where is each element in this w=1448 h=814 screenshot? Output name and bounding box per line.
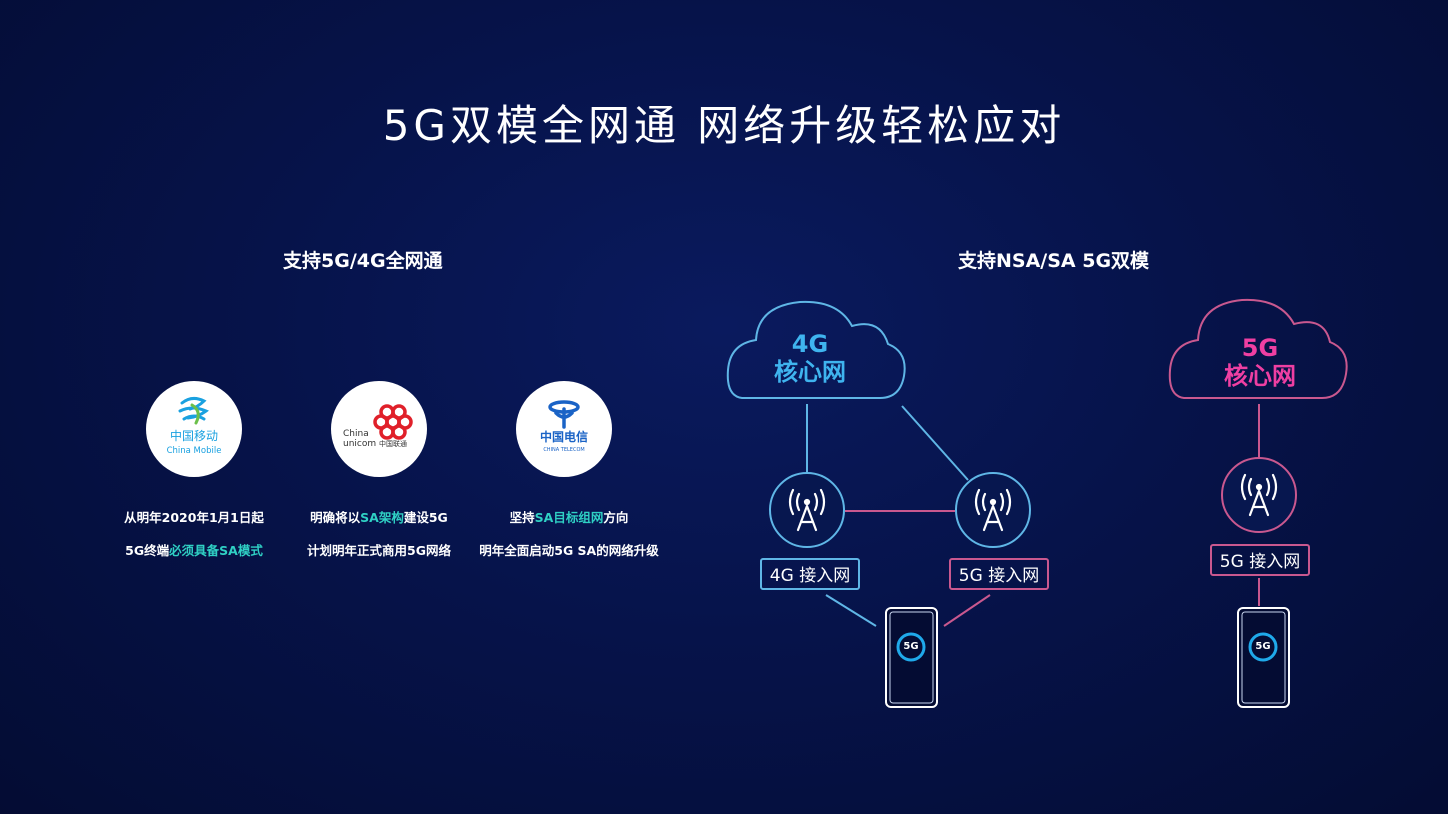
link-5g-station-to-4g-core bbox=[901, 405, 969, 481]
china-unicom-en-1: China bbox=[343, 429, 369, 439]
4g-base-station-icon bbox=[769, 472, 845, 548]
carrier-2-line-1: 明确将以SA架构建设5G bbox=[310, 510, 448, 525]
right-subtitle: 支持NSA/SA 5G双模 bbox=[958, 250, 1150, 272]
5g-access-network-box: 5G 接入网 bbox=[949, 558, 1049, 590]
china-telecom-en: CHINA TELECOM bbox=[543, 447, 584, 453]
china-unicom-en-2: unicom bbox=[343, 439, 376, 449]
carrier-2-line-2: 计划明年正式商用5G网络 bbox=[307, 543, 451, 558]
china-telecom-cn: 中国电信 bbox=[540, 429, 588, 444]
link-4g-access-to-phone bbox=[825, 594, 877, 627]
nsa-phone-label: 5G bbox=[903, 641, 919, 652]
5g-core-cloud-icon bbox=[1168, 298, 1348, 399]
china-unicom-cn: 中国联通 bbox=[379, 439, 407, 448]
sa-phone-label: 5G bbox=[1255, 641, 1271, 652]
4g-core-cloud-icon bbox=[726, 300, 906, 399]
nsa-phone-icon bbox=[885, 607, 938, 708]
china-unicom-logo: China unicom 中国联通 bbox=[331, 381, 427, 477]
5g-core-label: 5G 核心网 bbox=[1224, 334, 1296, 390]
china-telecom-icon: 中国电信 CHINA TELECOM bbox=[540, 400, 588, 453]
4g-access-network-box: 4G 接入网 bbox=[760, 558, 860, 590]
china-mobile-icon: 中国移动 China Mobile bbox=[167, 396, 222, 456]
carrier-3-line-2: 明年全面启动5G SA的网络升级 bbox=[479, 543, 659, 558]
carrier-3-line-1: 坚持SA目标组网方向 bbox=[509, 510, 629, 525]
china-mobile-logo: 中国移动 China Mobile bbox=[146, 381, 242, 477]
china-telecom-logo: 中国电信 CHINA TELECOM bbox=[516, 381, 612, 477]
china-mobile-cn: 中国移动 bbox=[170, 428, 218, 443]
sa-base-station-icon bbox=[1221, 457, 1297, 533]
sa-phone-icon bbox=[1237, 607, 1290, 708]
page-title: 5G双模全网通 网络升级轻松应对 bbox=[382, 101, 1066, 150]
china-mobile-en: China Mobile bbox=[167, 446, 222, 456]
left-subtitle: 支持5G/4G全网通 bbox=[283, 250, 443, 272]
sa-access-network-box: 5G 接入网 bbox=[1210, 544, 1310, 576]
carrier-1-line-1: 从明年2020年1月1日起 bbox=[124, 510, 264, 525]
carrier-1-line-2: 5G终端必须具备SA模式 bbox=[125, 543, 263, 558]
china-unicom-icon: China unicom 中国联通 bbox=[343, 404, 413, 449]
link-5g-access-to-phone bbox=[943, 594, 991, 627]
4g-core-label: 4G 核心网 bbox=[774, 330, 846, 386]
5g-base-station-icon bbox=[955, 472, 1031, 548]
